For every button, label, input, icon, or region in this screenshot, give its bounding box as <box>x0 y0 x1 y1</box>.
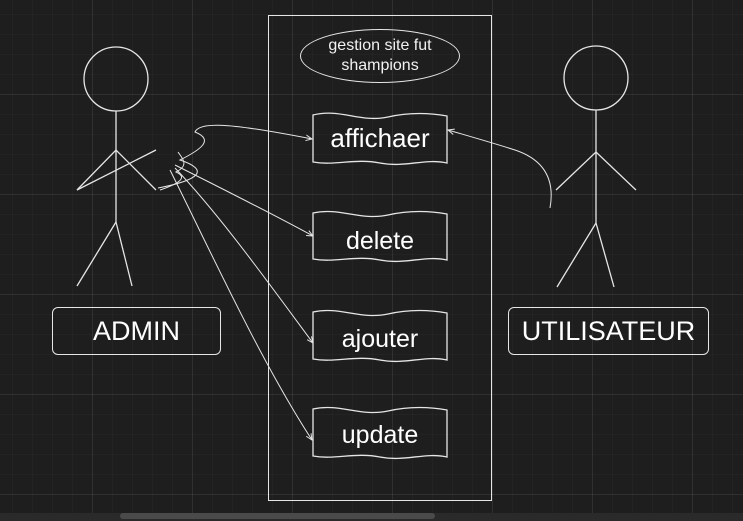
admin-squiggle <box>159 151 185 191</box>
system-boundary[interactable] <box>268 15 492 501</box>
user-to-affichaer-arrow[interactable] <box>448 130 552 209</box>
admin-label: ADMIN <box>93 315 180 346</box>
admin-arm-line <box>76 149 157 191</box>
usecase-label-update: update <box>341 421 419 449</box>
admin-to-delete-arrow[interactable] <box>174 164 313 236</box>
admin-to-ajouter-arrow[interactable] <box>174 167 313 343</box>
admin-right-leg <box>115 221 133 287</box>
horizontal-scrollbar-thumb[interactable] <box>120 513 435 519</box>
user-head <box>563 45 629 111</box>
admin-actor-figure[interactable] <box>76 46 157 287</box>
user-label-box[interactable]: UTILISATEUR <box>508 307 709 355</box>
usecase-label-ajouter: ajouter <box>341 325 419 353</box>
user-right-leg <box>595 222 615 288</box>
system-title-ellipse[interactable]: gestion site fut shampions <box>300 29 460 83</box>
admin-arms <box>76 149 157 191</box>
user-arm-line <box>555 151 637 191</box>
admin-left-leg <box>76 221 117 287</box>
admin-to-affichaer-arrow[interactable] <box>157 124 312 189</box>
usecase-shape-update[interactable] <box>312 406 448 460</box>
user-left-leg <box>556 222 597 288</box>
admin-head <box>83 46 149 112</box>
user-label: UTILISATEUR <box>521 315 696 346</box>
usecase-label-affichaer: affichaer <box>330 123 430 153</box>
admin-label-box[interactable]: ADMIN <box>52 307 221 355</box>
usecase-label-delete: delete <box>345 227 415 255</box>
user-actor-figure[interactable] <box>555 45 637 288</box>
admin-to-update-arrow[interactable] <box>169 169 312 440</box>
usecase-shape-delete[interactable] <box>312 210 448 263</box>
system-title: gestion site fut shampions <box>328 37 432 74</box>
usecase-shape-ajouter[interactable] <box>312 309 448 363</box>
usecase-shape-affichaer[interactable] <box>312 112 448 166</box>
